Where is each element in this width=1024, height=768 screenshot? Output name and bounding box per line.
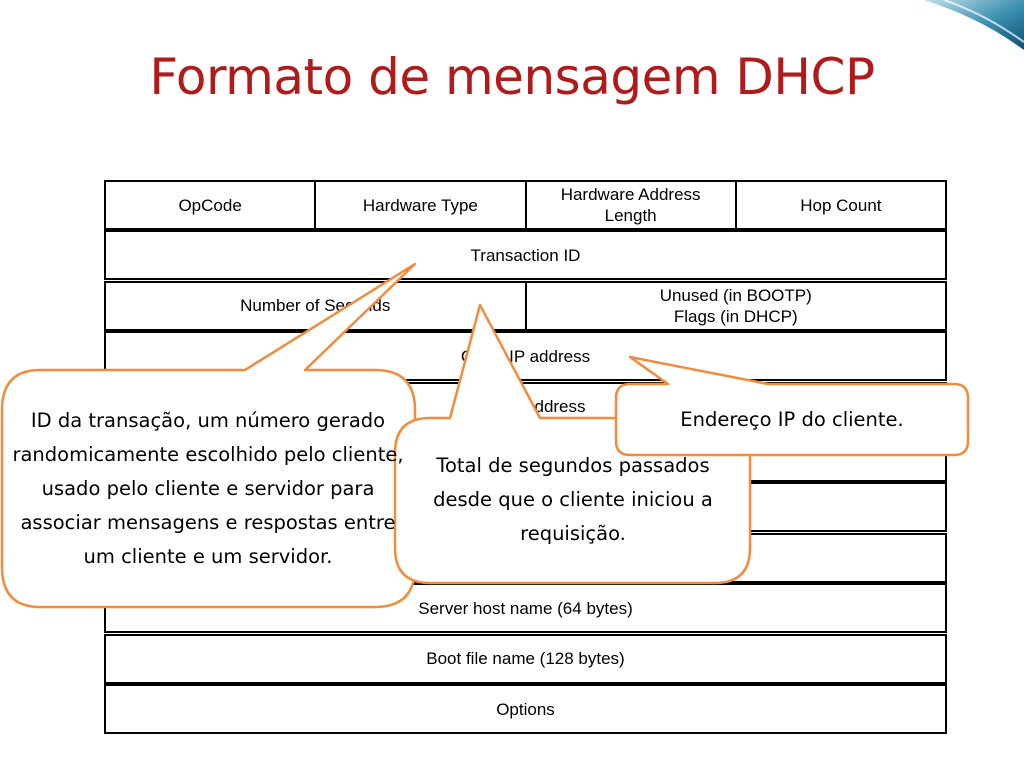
dhcp-field: Server host name (64 bytes) (418, 598, 633, 618)
dhcp-field: Hardware Type (314, 182, 524, 228)
callout-transaction-id-text: ID da transação, um número gerado random… (12, 408, 404, 568)
dhcp-field: Transaction ID (470, 245, 581, 265)
dhcp-field: Hop Count (734, 182, 945, 228)
dhcp-field-row: Boot file name (128 bytes) (104, 633, 947, 684)
dhcp-field: Unused (in BOOTP)Flags (in DHCP) (524, 282, 946, 329)
dhcp-field-row: Options (104, 684, 947, 734)
dhcp-field: Boot file name (128 bytes) (426, 649, 625, 669)
dhcp-field: Options (496, 699, 555, 719)
callout-seconds-text: Total de segundos passados desde que o c… (433, 454, 713, 545)
slide-title: Formato de mensagem DHCP (149, 48, 875, 106)
dhcp-field-row: Transaction ID (104, 230, 947, 281)
callout-transaction-id-bubble (0, 262, 417, 609)
callout-client-ip-text: Endereço IP do cliente. (680, 407, 904, 431)
callout-client-ip-bubble (614, 355, 970, 457)
dhcp-field: OpCode (178, 195, 242, 215)
corner-swoosh-decoration (924, 0, 1024, 50)
